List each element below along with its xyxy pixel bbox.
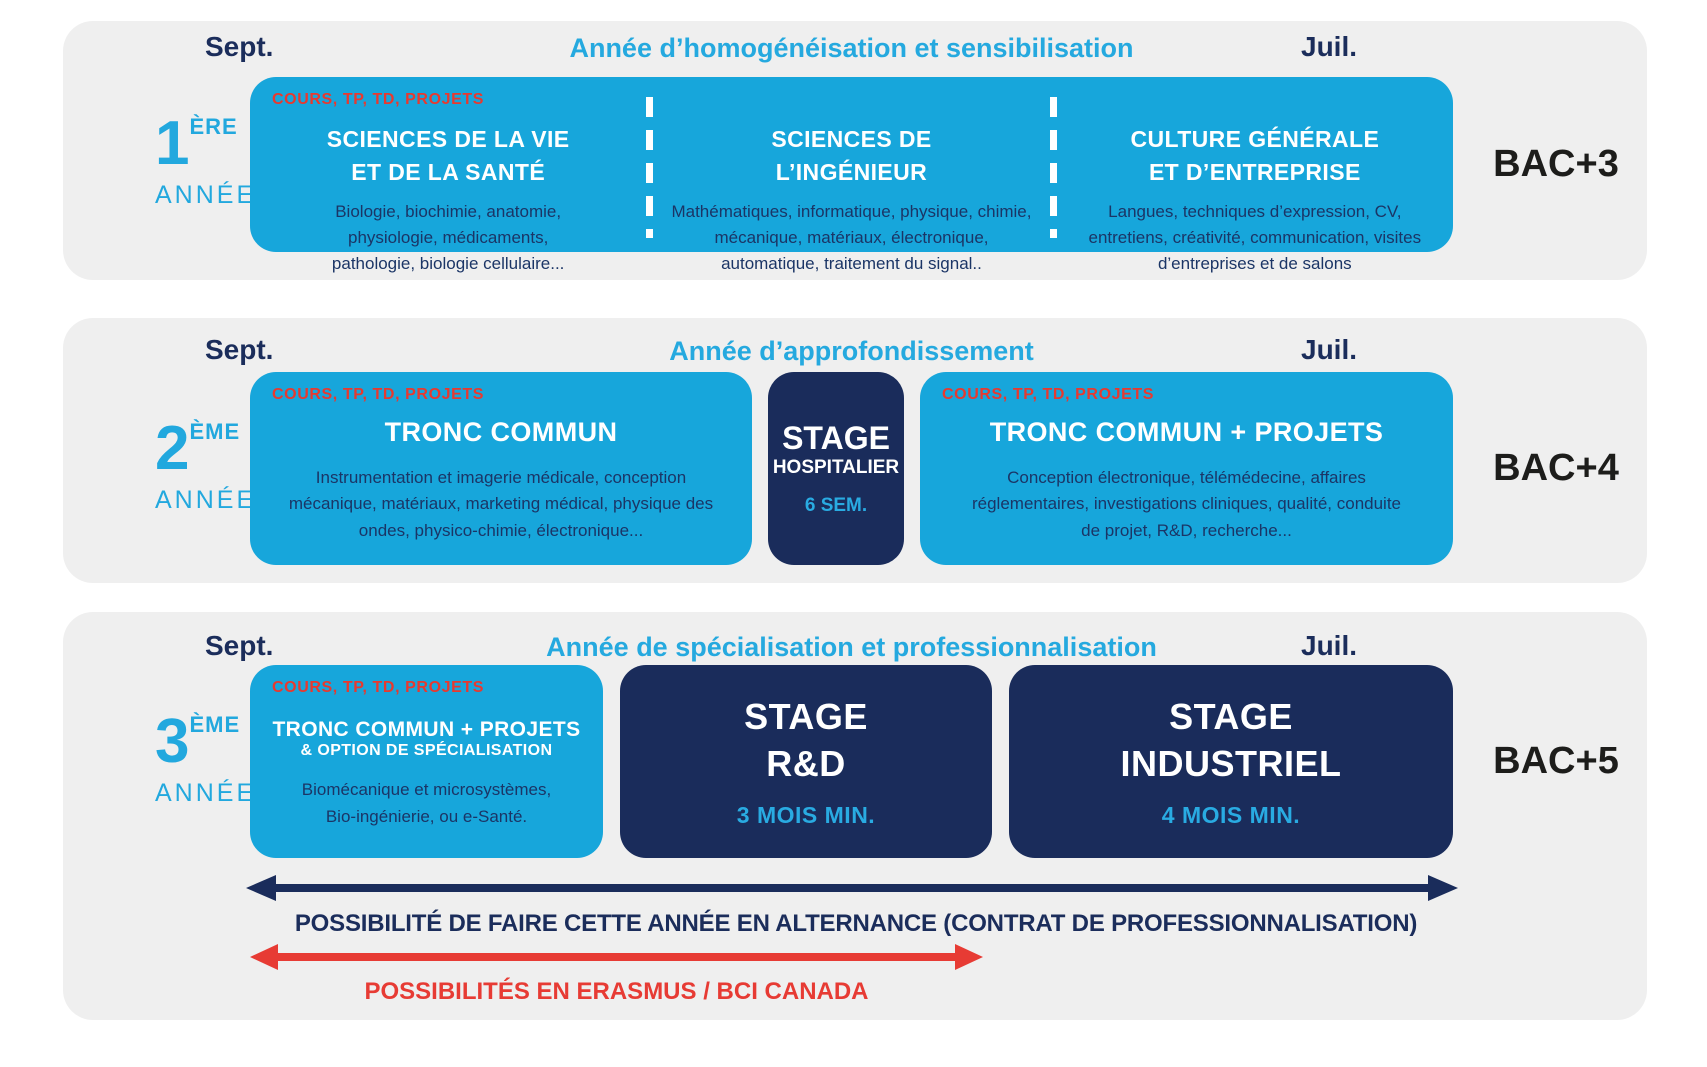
- arrow-shaft: [278, 953, 955, 961]
- year2-title: Année d’approfondissement: [669, 336, 1034, 366]
- year2-stage-hospitalier-box: STAGE HOSPITALIER 6 SEM.: [768, 372, 904, 565]
- stage-duration: 4 MOIS MIN.: [1161, 801, 1301, 828]
- year2-ordinal: ÈME: [189, 419, 241, 444]
- year3-stage-rd-box: STAGE R&D 3 MOIS MIN.: [620, 665, 992, 858]
- year1-content-row: COURS, TP, TD, PROJETS SCIENCES DE LA VI…: [250, 77, 1453, 273]
- column-description: Langues, techniques d’expression, CV, en…: [1088, 201, 1422, 274]
- year2-label: 2ÈME ANNÉE: [155, 418, 256, 513]
- erasmus-label: POSSIBILITÉS EN ERASMUS / BCI CANADA: [364, 978, 869, 1005]
- stage-duration: 3 MOIS MIN.: [736, 801, 876, 828]
- year2-word: ANNÉE: [155, 486, 257, 514]
- arrow-left-head: [250, 944, 278, 970]
- stage-title: STAGE: [782, 419, 890, 456]
- year1-column-sciences-vie: SCIENCES DE LA VIE ET DE LA SANTÉ Biolog…: [250, 77, 646, 273]
- year2-content-row: COURS, TP, TD, PROJETS TRONC COMMUN Inst…: [250, 372, 1453, 565]
- stage-subtitle: HOSPITALIER: [772, 456, 900, 478]
- stage-subtitle: R&D: [766, 743, 846, 784]
- year3-number: 3: [155, 707, 190, 776]
- year3-label: 3ÈME ANNÉE: [155, 711, 256, 806]
- column-title: SCIENCES DE LA VIE ET DE LA SANTÉ: [326, 126, 570, 186]
- year1-number: 1: [155, 109, 190, 178]
- year2-end-month: Juil.: [1301, 334, 1358, 365]
- column-title: CULTURE GÉNÉRALE ET D’ENTREPRISE: [1130, 126, 1380, 186]
- course-description: Biomécanique et microsystèmes, Bio-ingén…: [301, 780, 552, 826]
- year1-word: ANNÉE: [155, 181, 257, 209]
- alternance-double-arrow: [246, 875, 1458, 901]
- year2-degree-label: BAC+4: [1493, 447, 1619, 489]
- year2-number: 2: [155, 414, 190, 483]
- year1-end-month: Juil.: [1301, 31, 1358, 62]
- year3-ordinal: ÈME: [189, 712, 241, 737]
- column-title: SCIENCES DE L’INGÉNIEUR: [771, 126, 932, 186]
- stage-title: STAGE: [1169, 696, 1293, 738]
- year1-courses-box: COURS, TP, TD, PROJETS SCIENCES DE LA VI…: [250, 77, 1453, 273]
- year1-start-month: Sept.: [205, 31, 274, 62]
- year3-content-row: COURS, TP, TD, PROJETS TRONC COMMUN + PR…: [250, 665, 1453, 858]
- year1-degree-label: BAC+3: [1493, 143, 1619, 185]
- erasmus-double-arrow: [250, 944, 983, 970]
- course-description: Conception électronique, télémédecine, a…: [971, 467, 1402, 540]
- course-title: TRONC COMMUN + PROJETS: [272, 718, 581, 742]
- year3-word: ANNÉE: [155, 779, 257, 807]
- course-description: Instrumentation et imagerie médicale, co…: [288, 467, 714, 540]
- year3-band: Sept. Année de spécialisation et profess…: [63, 612, 1647, 1020]
- arrow-left-head: [246, 875, 276, 901]
- course-title: TRONC COMMUN: [384, 416, 618, 447]
- year2-course-tag: COURS, TP, TD, PROJETS: [272, 386, 485, 403]
- year1-column-culture: CULTURE GÉNÉRALE ET D’ENTREPRISE Langues…: [1057, 77, 1453, 273]
- year1-column-sciences-ingenieur: SCIENCES DE L’INGÉNIEUR Mathématiques, i…: [653, 77, 1049, 273]
- year1-title: Année d’homogénéisation et sensibilisati…: [569, 33, 1134, 63]
- year1-course-tag: COURS, TP, TD, PROJETS: [272, 91, 485, 108]
- year3-title: Année de spécialisation et professionnal…: [546, 632, 1157, 662]
- arrow-right-head: [1428, 875, 1458, 901]
- stage-duration: 6 SEM.: [804, 495, 868, 517]
- dashed-separator: [1049, 97, 1057, 238]
- year2-tronc-commun-box: COURS, TP, TD, PROJETS TRONC COMMUN Inst…: [250, 372, 752, 565]
- year2-band: Sept. Année d’approfondissement Juil. 2È…: [63, 318, 1647, 583]
- year1-band: Sept. Année d’homogénéisation et sensibi…: [63, 21, 1647, 280]
- year1-ordinal: ÈRE: [189, 114, 238, 139]
- year3-start-month: Sept.: [205, 630, 274, 661]
- column-description: Biologie, biochimie, anatomie, physiolog…: [331, 201, 565, 274]
- alternance-label: POSSIBILITÉ DE FAIRE CETTE ANNÉE EN ALTE…: [294, 910, 1418, 937]
- column-description: Mathématiques, informatique, physique, c…: [671, 201, 1032, 274]
- year3-degree-label: BAC+5: [1493, 740, 1619, 782]
- year2-start-month: Sept.: [205, 334, 274, 365]
- year2-tronc-projets-box: COURS, TP, TD, PROJETS TRONC COMMUN + PR…: [920, 372, 1453, 565]
- year1-label: 1ÈRE ANNÉE: [155, 113, 256, 208]
- year2-course-tag: COURS, TP, TD, PROJETS: [942, 386, 1155, 403]
- arrow-right-head: [955, 944, 983, 970]
- stage-subtitle: INDUSTRIEL: [1120, 743, 1342, 784]
- course-subtitle: & OPTION DE SPÉCIALISATION: [300, 742, 553, 760]
- course-title: TRONC COMMUN + PROJETS: [989, 416, 1384, 447]
- year3-tronc-projets-box: COURS, TP, TD, PROJETS TRONC COMMUN + PR…: [250, 665, 603, 858]
- arrow-shaft: [276, 884, 1428, 892]
- year3-course-tag: COURS, TP, TD, PROJETS: [272, 679, 485, 696]
- dashed-separator: [646, 97, 654, 238]
- year3-end-month: Juil.: [1301, 630, 1358, 661]
- stage-title: STAGE: [744, 696, 868, 738]
- year3-stage-industriel-box: STAGE INDUSTRIEL 4 MOIS MIN.: [1009, 665, 1453, 858]
